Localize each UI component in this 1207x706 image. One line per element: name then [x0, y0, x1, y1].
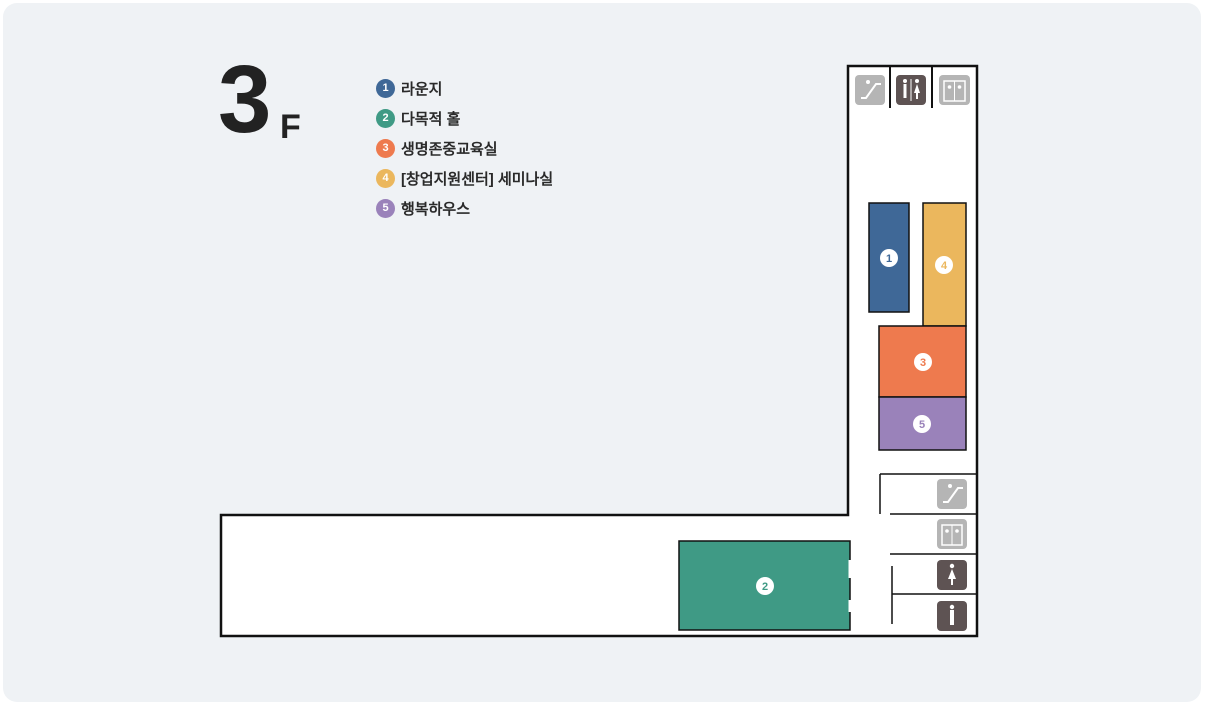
room-lounge[interactable]: 1: [868, 202, 910, 313]
legend-item-seminar-room[interactable]: 4 [창업지원센터] 세미나실: [376, 158, 553, 198]
room-seminar[interactable]: 4: [922, 202, 967, 327]
legend-item-life-respect-room[interactable]: 3 생명존중교육실: [376, 128, 553, 168]
room-number: 5: [919, 419, 925, 431]
legend-badge: 4: [376, 168, 395, 188]
elevator-icon: [939, 75, 970, 105]
legend-badge: 1: [376, 78, 395, 98]
elevator-icon: [937, 519, 967, 549]
legend-badge: 5: [376, 198, 395, 218]
legend-label: 행복하우스: [401, 200, 471, 218]
building-outline: [219, 64, 979, 638]
legend-item-multipurpose-hall[interactable]: 2 다목적 홀: [376, 98, 553, 138]
legend-badge: 3: [376, 138, 395, 158]
legend-label: [창업지원센터] 세미나실: [401, 170, 554, 188]
legend-label: 생명존중교육실: [401, 140, 498, 158]
floor-number: 3: [218, 46, 271, 153]
mens-restroom-icon: [937, 601, 967, 631]
room-number: 4: [941, 260, 948, 272]
legend-label: 다목적 홀: [401, 110, 461, 128]
room-happy-house[interactable]: 5: [878, 396, 967, 451]
room-number: 1: [886, 253, 892, 265]
restroom-icon: [896, 75, 926, 105]
room-multipurpose-hall[interactable]: 2: [678, 540, 851, 631]
legend-item-lounge[interactable]: 1 라운지: [376, 68, 553, 108]
escalator-icon: [937, 479, 967, 509]
room-legend: 1 라운지 2 다목적 홀 3 생명존중교육실 4 [창업지원센터] 세미나실 …: [376, 68, 553, 228]
escalator-icon: [855, 75, 885, 105]
legend-item-happy-house[interactable]: 5 행복하우스: [376, 188, 553, 228]
room-number: 2: [762, 581, 768, 593]
floor-suffix: F: [280, 108, 301, 146]
womens-restroom-icon: [937, 560, 967, 590]
room-number: 3: [920, 357, 926, 369]
room-life-respect[interactable]: 3: [878, 325, 967, 398]
legend-label: 라운지: [401, 80, 443, 98]
legend-badge: 2: [376, 108, 395, 128]
